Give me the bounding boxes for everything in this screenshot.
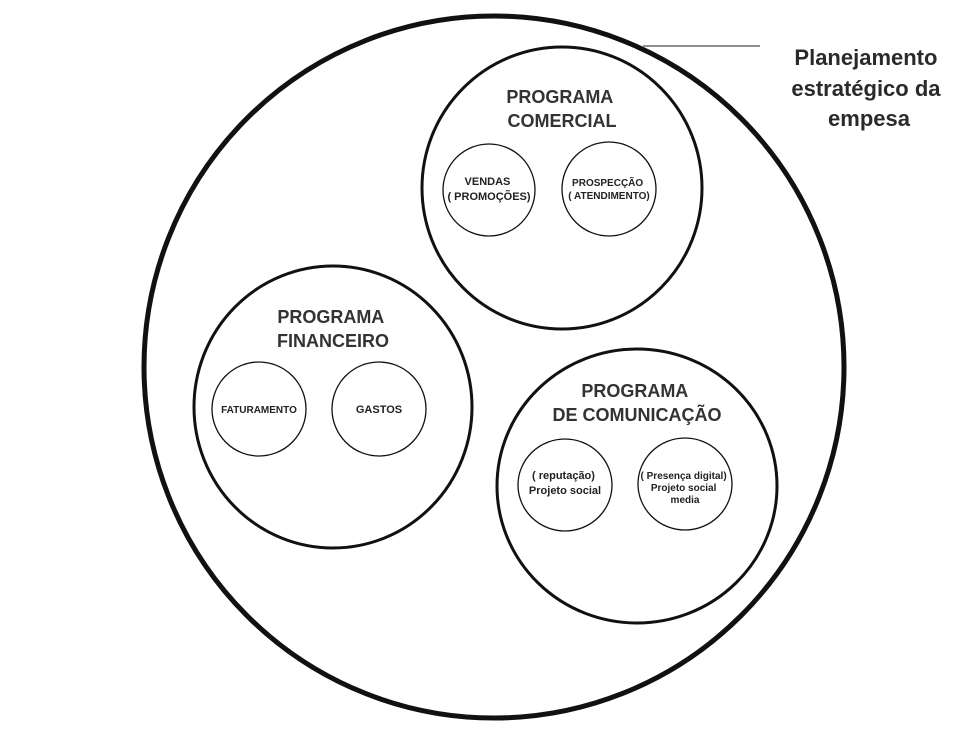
sub-label-presenca-digital-line-2: Projeto social: [651, 483, 717, 494]
sub-label-faturamento-line-1: FATURAMENTO: [221, 405, 297, 416]
program-comunicacao: PROGRAMA DE COMUNICAÇÃO ( reputação) Pro…: [495, 347, 779, 625]
sub-label-vendas: VENDAS ( PROMOÇÕES): [447, 176, 530, 203]
sub-circle-gastos: [331, 361, 427, 457]
sub-circle-prospeccao: [561, 141, 657, 237]
program-financeiro: PROGRAMA FINANCEIRO FATURAMENTO GASTOS: [192, 264, 474, 550]
program-financeiro-title: PROGRAMA FINANCEIRO: [277, 307, 389, 351]
program-comercial-title: PROGRAMA COMERCIAL: [506, 87, 617, 131]
program-comunicacao-title: PROGRAMA DE COMUNICAÇÃO: [553, 381, 722, 425]
callout-line-2: estratégico da: [791, 76, 941, 101]
sub-label-reputacao-line-1: ( reputação): [532, 470, 595, 482]
sub-circle-vendas: [442, 143, 536, 237]
sub-label-gastos: GASTOS: [356, 404, 402, 416]
sub-circle-presenca-digital: [637, 437, 733, 531]
program-comunicacao-title-line-1: PROGRAMA: [581, 381, 688, 401]
sub-label-prospeccao-line-2: ( ATENDIMENTO): [568, 191, 649, 202]
callout-label: Planejamento estratégico da empesa: [791, 45, 946, 131]
sub-label-gastos-line-1: GASTOS: [356, 404, 402, 416]
sub-circle-faturamento: [211, 361, 307, 457]
sub-label-vendas-line-1: VENDAS: [465, 176, 511, 188]
program-financeiro-title-line-2: FINANCEIRO: [277, 331, 389, 351]
program-comercial: PROGRAMA COMERCIAL VENDAS ( PROMOÇÕES) P…: [420, 45, 704, 331]
sub-label-reputacao-line-2: Projeto social: [529, 485, 601, 497]
sub-label-reputacao: ( reputação) Projeto social: [529, 470, 601, 497]
program-comunicacao-circle: [495, 347, 779, 625]
sub-label-prospeccao: PROSPECÇÃO ( ATENDIMENTO): [568, 176, 649, 202]
sub-label-vendas-line-2: ( PROMOÇÕES): [447, 190, 530, 203]
sub-label-presenca-digital-line-3: media: [671, 495, 700, 506]
sub-circle-reputacao: [517, 438, 613, 532]
sub-label-faturamento: FATURAMENTO: [221, 405, 297, 416]
program-comercial-title-line-1: PROGRAMA: [506, 87, 613, 107]
sub-label-prospeccao-line-1: PROSPECÇÃO: [572, 176, 643, 189]
callout-line-3: empesa: [828, 106, 911, 131]
program-financeiro-title-line-1: PROGRAMA: [277, 307, 384, 327]
sub-label-presenca-digital: ( Presença digital) Projeto social media: [641, 471, 730, 506]
sub-label-presenca-digital-line-1: ( Presença digital): [641, 471, 727, 482]
program-comunicacao-title-line-2: DE COMUNICAÇÃO: [553, 404, 722, 425]
callout-line-1: Planejamento: [794, 45, 937, 70]
program-comercial-title-line-2: COMERCIAL: [508, 111, 617, 131]
